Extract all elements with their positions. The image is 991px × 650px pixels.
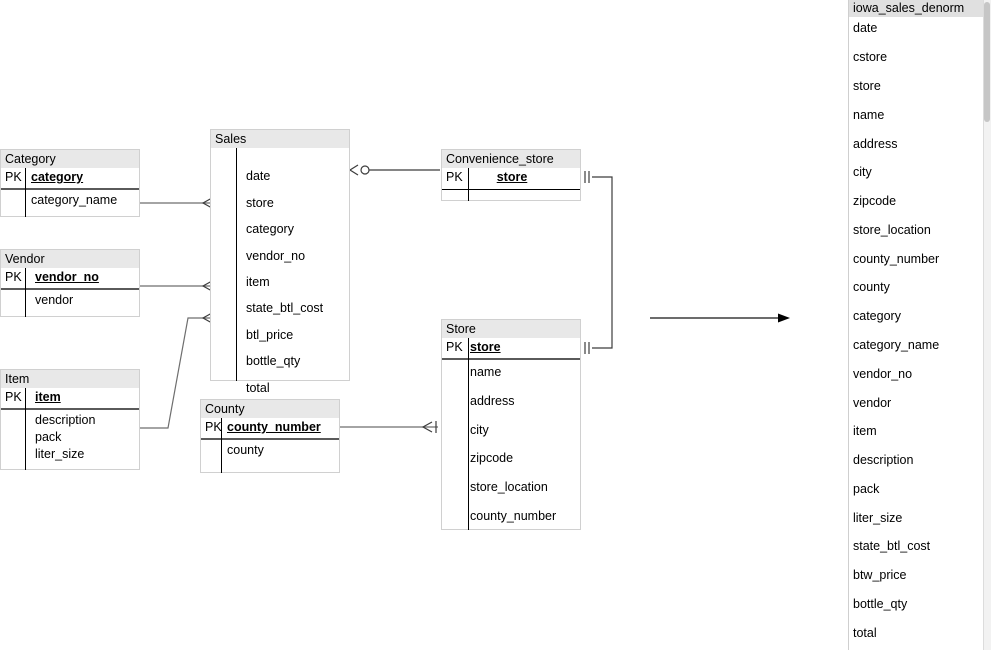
attribute-item: vendor_no [246,249,306,263]
attribute-list-county: county [201,440,339,473]
pk-tag: PK [5,170,22,184]
denorm-column: zipcode [853,194,897,208]
denorm-table-panel[interactable]: iowa_sales_denorm date cstore store name… [848,0,991,650]
denorm-column: city [853,165,872,179]
attribute-list-store: name address city zipcode store_location… [442,360,580,530]
denorm-column: county_number [853,252,940,266]
attribute-item: liter_size [35,447,85,461]
pk-row-store: PK store [442,338,580,360]
crowfoot-sales-cstore [348,164,359,176]
attribute-item: vendor [35,293,74,307]
attribute-item: btl_price [246,328,294,342]
attribute-list-category: category_name [1,190,139,217]
pk-row-category: PK category [1,168,139,190]
denorm-column: vendor [853,396,892,410]
pk-name-county: county_number [227,420,321,434]
zero-marker-sales-cstore [360,165,370,175]
entity-title-category: Category [1,150,139,168]
key-column-divider [468,338,469,530]
attribute-list-item: description pack liter_size [1,410,139,470]
denorm-column: btw_price [853,568,907,582]
entity-vendor[interactable]: Vendor PK vendor_no vendor [0,249,140,317]
attribute-item: total [246,381,270,395]
attribute-item: county [227,443,264,457]
pk-tag: PK [5,390,22,404]
transform-arrow-head [778,313,790,323]
entity-convenience-store[interactable]: Convenience_store PK store [441,149,581,201]
denorm-column: cstore [853,50,888,64]
denorm-column: state_btl_cost [853,539,931,553]
entity-title-vendor: Vendor [1,250,139,268]
pk-tag: PK [446,340,463,354]
attribute-item: item [246,275,270,289]
entity-title-convenience-store: Convenience_store [442,150,580,168]
attribute-list-vendor: vendor [1,290,139,317]
entity-title-sales: Sales [211,130,349,148]
entity-store[interactable]: Store PK store name address city zipcode… [441,319,581,530]
entity-category[interactable]: Category PK category category_name [0,149,140,217]
attribute-item: state_btl_cost [246,301,324,315]
pk-name-category: category [31,170,84,184]
entity-title-county: County [201,400,339,418]
denorm-column: item [853,424,877,438]
entity-sales[interactable]: Sales date store category vendor_no item… [210,129,350,395]
denorm-column: name [853,108,885,122]
denorm-column: date [853,21,878,35]
denorm-column: total [853,626,877,640]
attribute-item: pack [35,430,62,444]
denorm-column: vendor_no [853,367,913,381]
key-column-divider [236,148,237,381]
attribute-item: bottle_qty [246,354,301,368]
attribute-item: county_number [470,509,557,523]
denorm-column: address [853,137,898,151]
denorm-column: category [853,309,901,323]
denorm-scrollbar[interactable] [983,0,991,650]
key-column-divider [25,388,26,470]
denorm-column: store_location [853,223,931,237]
pk-row-convenience-store: PK store [442,168,580,190]
pk-row-vendor: PK vendor_no [1,268,139,290]
denorm-column: county [853,280,890,294]
denorm-column: pack [853,482,880,496]
attribute-list-convenience-store [442,190,580,202]
attribute-item: zipcode [470,451,514,465]
key-column-divider [221,418,222,473]
pk-name-convenience-store: store [496,170,528,184]
denorm-column: description [853,453,914,467]
attribute-item: description [35,413,96,427]
attribute-list-sales: date store category vendor_no item state… [211,148,349,395]
attribute-item: date [246,169,271,183]
attribute-item: category [246,222,294,236]
key-column-divider [468,168,469,201]
entity-title-item: Item [1,370,139,388]
pk-name-vendor: vendor_no [35,270,99,284]
attribute-item: address [470,394,515,408]
denorm-table-title: iowa_sales_denorm [849,0,991,17]
key-column-divider [25,268,26,317]
pk-tag: PK [446,170,463,184]
denorm-column: bottle_qty [853,597,908,611]
denorm-column: liter_size [853,511,903,525]
attribute-item: city [470,423,489,437]
entity-county[interactable]: County PK county_number county [200,399,340,473]
attribute-item: category_name [31,193,118,207]
entity-title-store: Store [442,320,580,338]
pk-tag: PK [5,270,22,284]
entity-item[interactable]: Item PK item description pack liter_size [0,369,140,470]
pk-row-county: PK county_number [201,418,339,440]
attribute-item: name [470,365,502,379]
pk-tag: PK [205,420,222,434]
attribute-item: store [246,196,274,210]
pk-name-item: item [35,390,61,404]
denorm-column: category_name [853,338,940,352]
edge-cstore-store [592,176,613,349]
crowfoot-county-store [421,421,433,433]
key-column-divider [25,168,26,217]
denorm-column: store [853,79,881,93]
pk-name-store: store [470,340,501,354]
denorm-scrollbar-thumb[interactable] [984,2,990,122]
pk-row-item: PK item [1,388,139,410]
attribute-item: store_location [470,480,548,494]
